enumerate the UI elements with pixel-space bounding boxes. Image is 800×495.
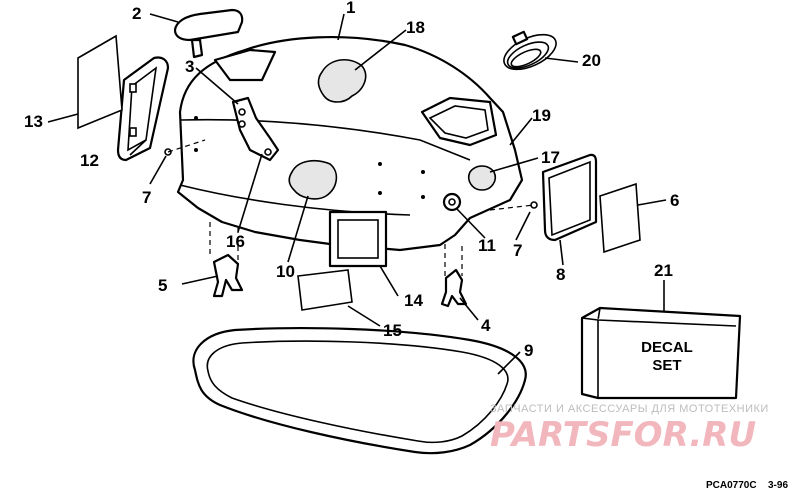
wire-bundle	[503, 30, 557, 71]
decal-set-box: DECAL SET	[580, 306, 742, 400]
figure-code: PCA0770C	[706, 480, 757, 491]
figure-page: 3-96	[768, 480, 788, 491]
callout-15: 15	[383, 321, 402, 340]
callout-21: 21	[654, 261, 673, 280]
callout-2: 2	[132, 4, 141, 23]
callout-16: 16	[226, 232, 245, 251]
foam-pad-rear	[467, 165, 497, 191]
callout-6: 6	[670, 191, 679, 210]
window-frame	[328, 210, 388, 268]
foam-pad-top	[317, 59, 367, 103]
decal-set-line2: SET	[652, 357, 681, 374]
screw-right	[530, 201, 538, 209]
callout-8: 8	[556, 265, 565, 284]
callout-3: 3	[185, 57, 194, 76]
callout-19: 19	[532, 106, 551, 125]
callout-18: 18	[406, 18, 425, 37]
callout-5: 5	[158, 276, 167, 295]
cowl-handle	[173, 8, 244, 59]
watermark: ЗАПЧАСТИ И АКСЕССУАРЫ ДЛЯ МОТОТЕХНИКИ PA…	[490, 403, 769, 455]
callout-9: 9	[524, 341, 533, 360]
decal-set-line1: DECAL	[641, 339, 693, 356]
callout-14: 14	[404, 291, 423, 310]
watermark-tagline: ЗАПЧАСТИ И АКСЕССУАРЫ ДЛЯ МОТОТЕХНИКИ	[490, 403, 769, 415]
callout-13: 13	[24, 112, 43, 131]
hole-dot	[421, 195, 425, 199]
callout-4: 4	[481, 316, 491, 335]
grommet	[442, 192, 462, 212]
callout-1: 1	[346, 0, 355, 17]
front-cover-plate	[116, 56, 170, 162]
window-decal	[297, 269, 353, 311]
callout-12: 12	[80, 151, 99, 170]
latch-bracket	[231, 96, 280, 162]
callout-20: 20	[582, 51, 601, 70]
latch-right	[440, 268, 468, 308]
front-decal	[77, 34, 123, 130]
rear-decal	[599, 182, 641, 254]
callout-17: 17	[541, 148, 560, 167]
hole-dot	[378, 191, 382, 195]
rear-cover-plate	[541, 153, 598, 242]
callout-numbers: 1 2 3 4 5 6 7 7 8 9 10 11 12 13 14 15 16…	[24, 0, 679, 360]
callout-7-left: 7	[142, 188, 151, 207]
hole-dot	[378, 162, 382, 166]
hole-dot	[421, 170, 425, 174]
callout-7-right: 7	[513, 241, 522, 260]
hole-dot	[194, 116, 198, 120]
leader-lines	[47, 13, 667, 375]
callout-10: 10	[276, 262, 295, 281]
hole-dot	[194, 148, 198, 152]
callout-11: 11	[478, 236, 496, 255]
seal-gasket	[192, 327, 527, 455]
foam-pad-side	[288, 159, 338, 200]
watermark-logo: PARTSFOR.RU	[490, 415, 756, 455]
latch-left	[212, 253, 244, 298]
